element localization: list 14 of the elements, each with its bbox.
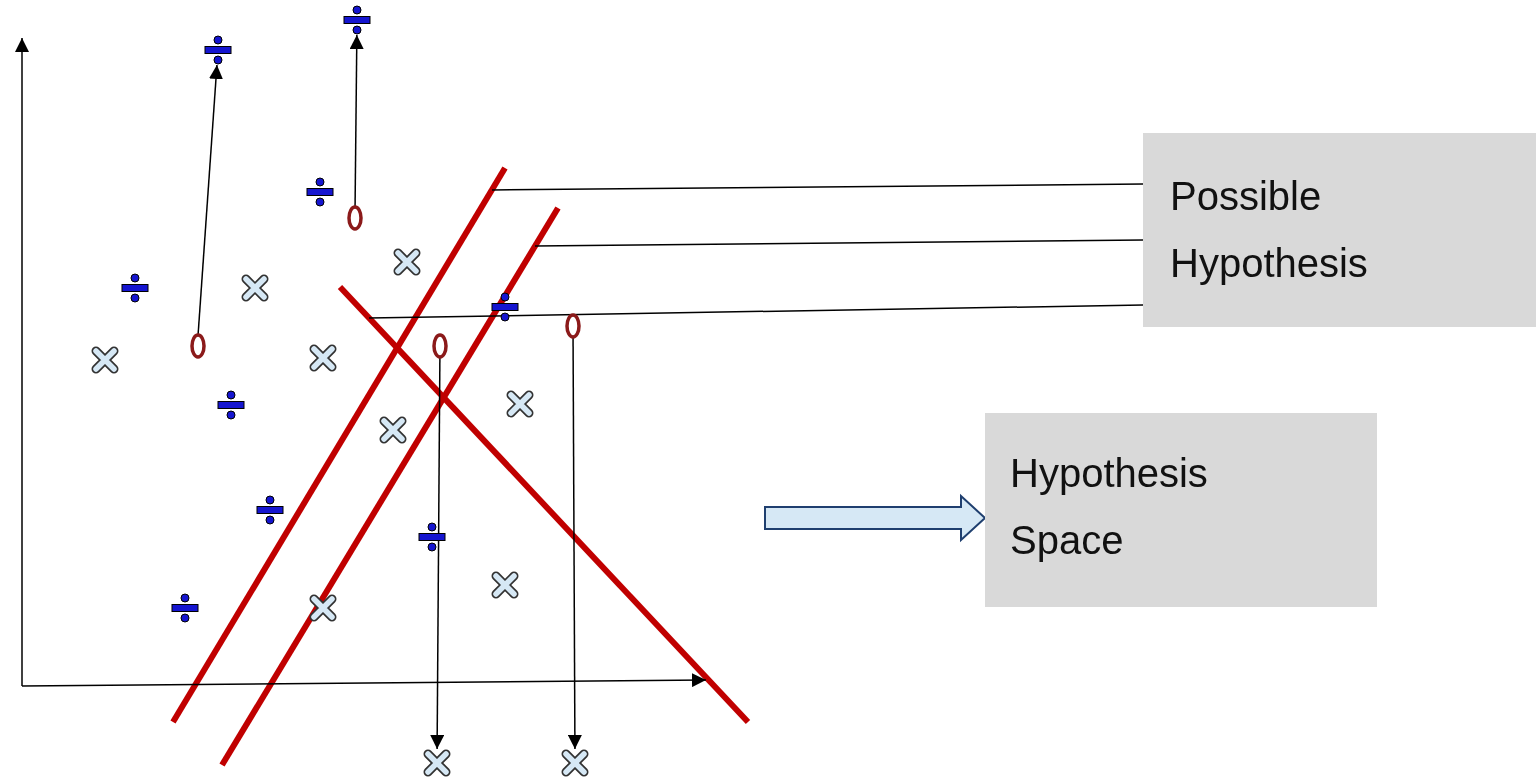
leader-line bbox=[534, 239, 1144, 247]
leader-line bbox=[368, 304, 1144, 319]
division-marker-icon bbox=[342, 5, 372, 35]
division-marker-icon bbox=[203, 35, 233, 65]
arrow bbox=[349, 34, 364, 207]
arrow bbox=[197, 64, 223, 335]
block-arrow bbox=[764, 493, 987, 543]
cross-marker-icon bbox=[422, 748, 452, 778]
label-box: Possible Hypothesis bbox=[1143, 133, 1536, 327]
arrow bbox=[430, 357, 445, 750]
arrow bbox=[567, 337, 582, 750]
label-box: Hypothesis Space bbox=[985, 413, 1377, 607]
cross-marker-icon bbox=[560, 748, 590, 778]
leader-line bbox=[491, 183, 1144, 191]
